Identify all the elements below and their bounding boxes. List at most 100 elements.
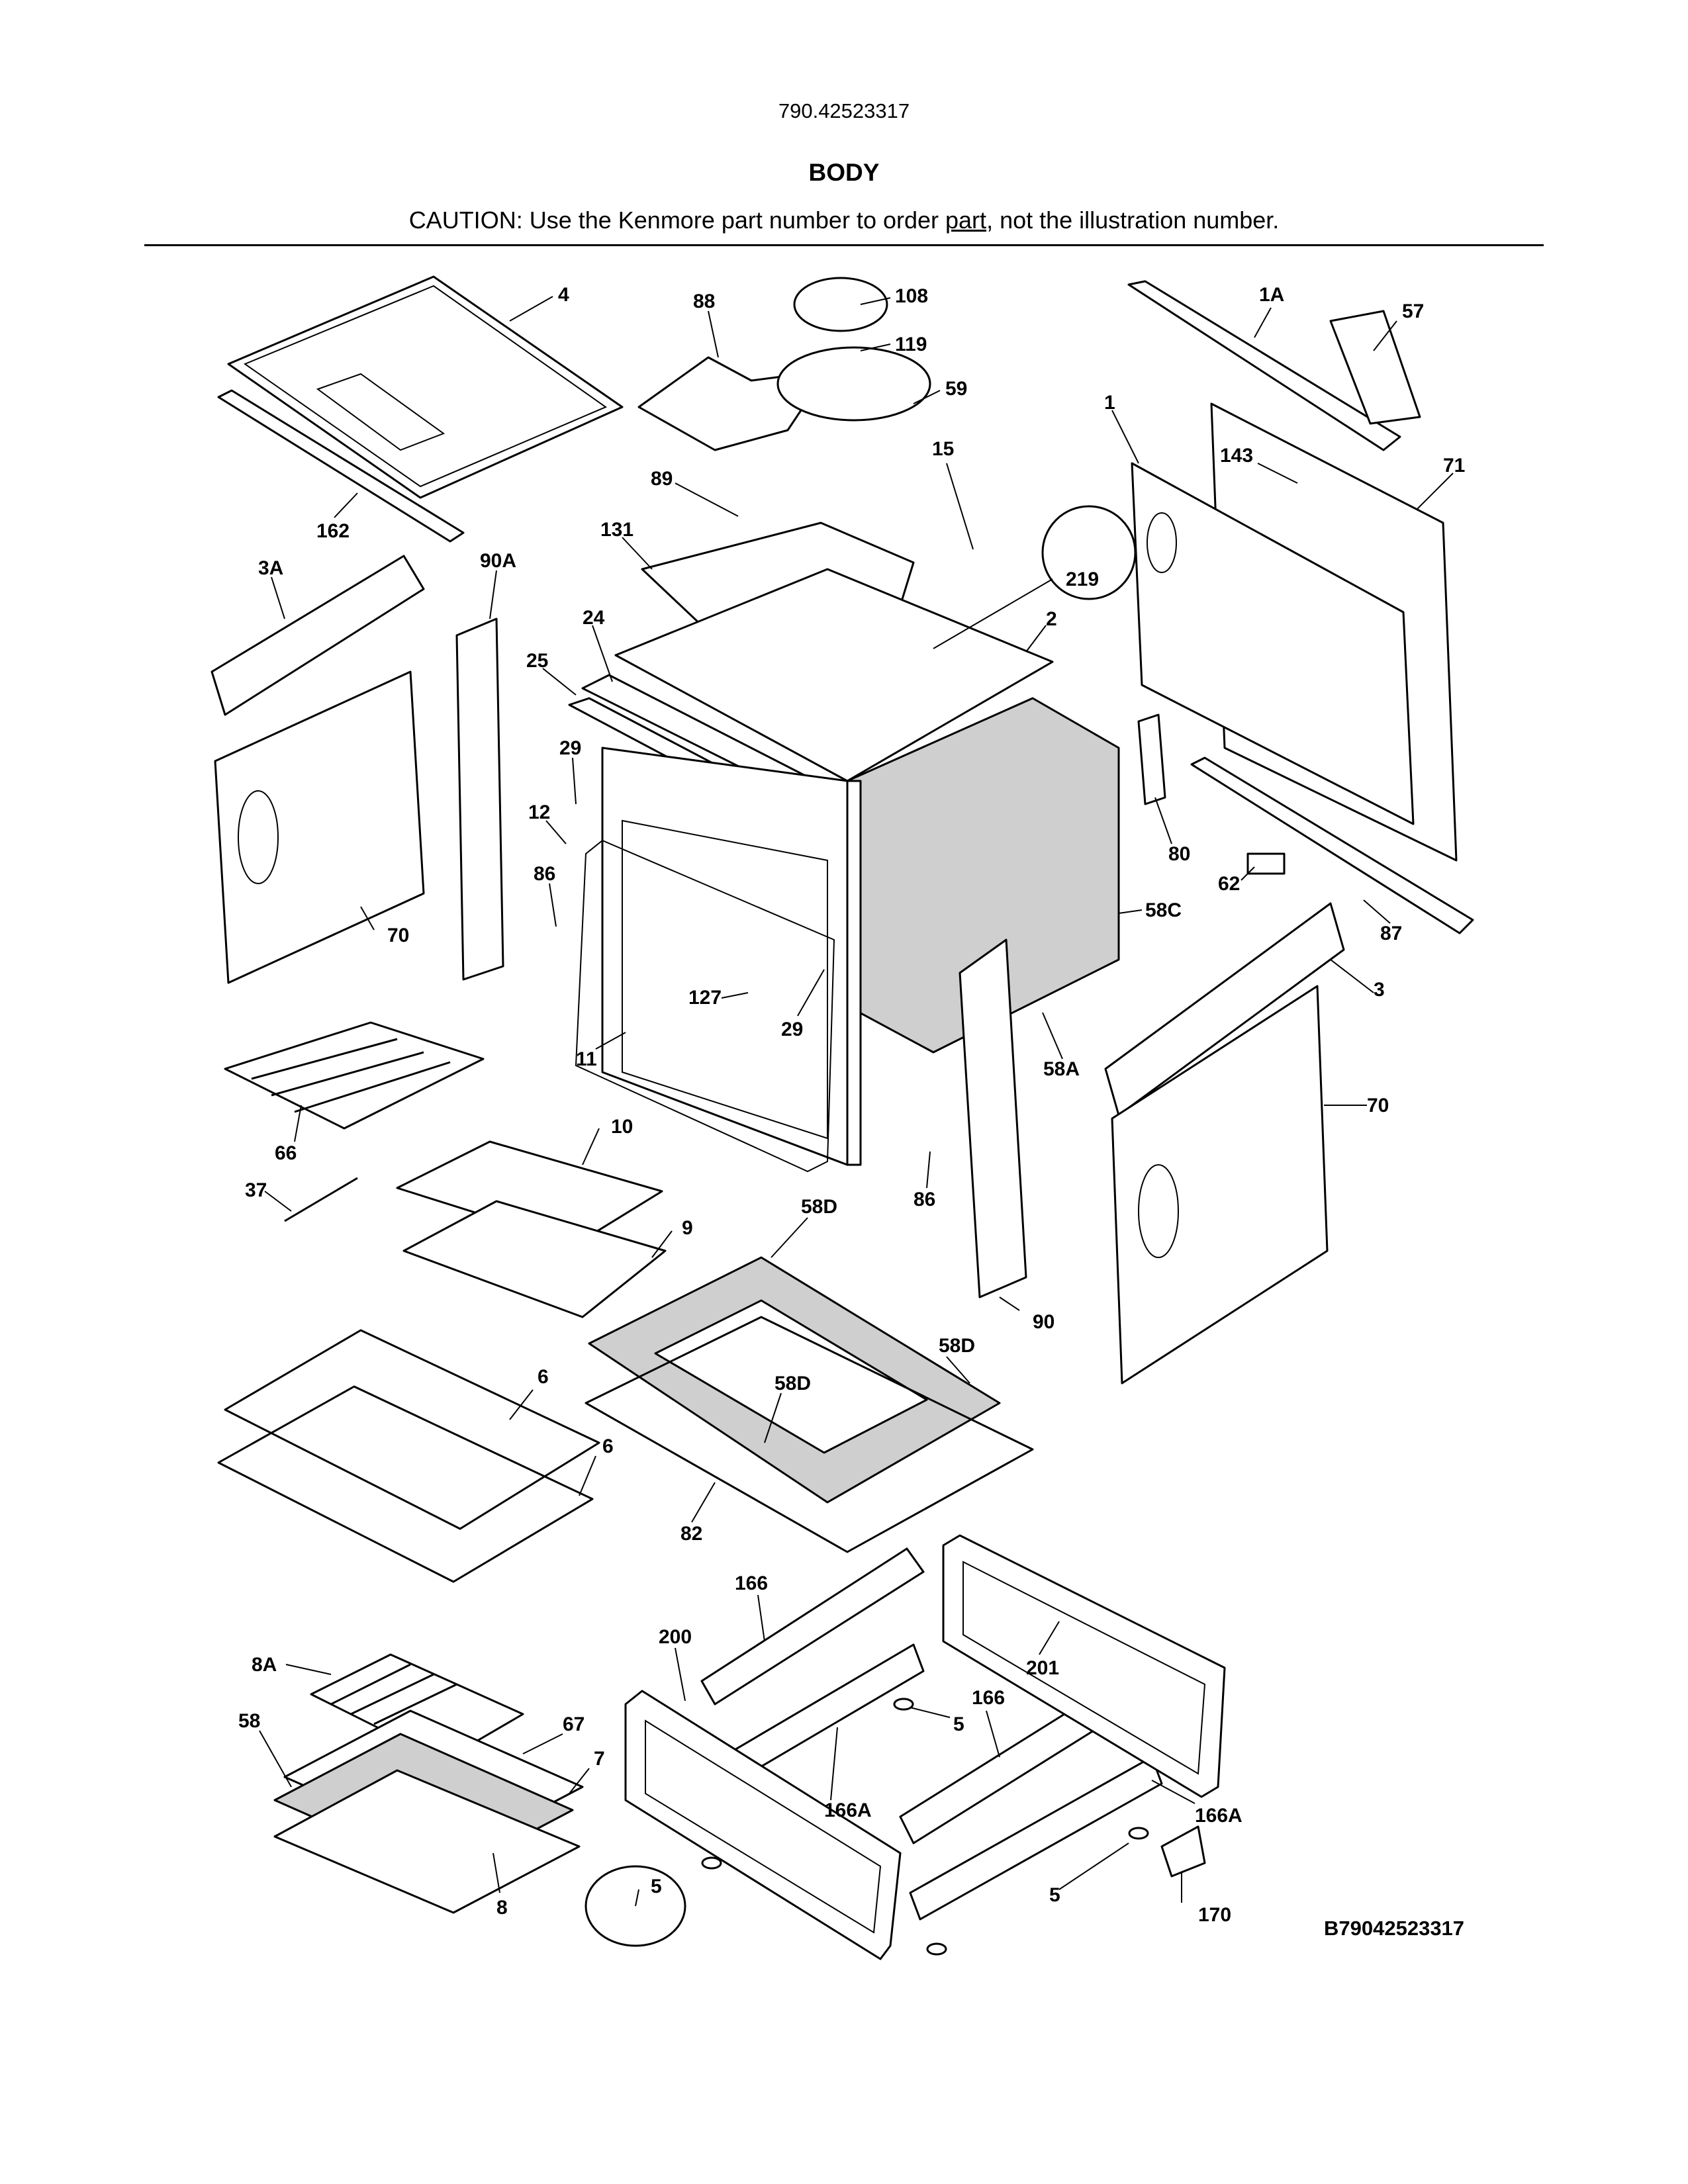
callout-58C: 58C — [1145, 899, 1182, 921]
callout-201: 201 — [1026, 1657, 1059, 1679]
leader-line — [259, 1730, 292, 1788]
leader-line — [1154, 797, 1172, 844]
leader-line — [926, 1151, 931, 1189]
leader-line — [582, 1128, 600, 1165]
callout-86-upper: 86 — [534, 863, 555, 885]
part-side-panel-90a — [455, 617, 504, 981]
callout-166-lower: 166 — [972, 1687, 1005, 1709]
callout-4: 4 — [558, 284, 569, 306]
leader-line — [1241, 866, 1255, 881]
leader-line — [542, 668, 577, 696]
leader-line — [509, 296, 553, 322]
callout-1A: 1A — [1259, 284, 1284, 306]
part-top-cover-window — [316, 373, 445, 451]
leader-line — [830, 1727, 838, 1801]
part-temp-sensor — [284, 1177, 358, 1222]
callout-166-upper: 166 — [735, 1572, 768, 1594]
part-side-shield-right — [1111, 985, 1329, 1385]
leader-line — [592, 625, 613, 682]
callout-11: 11 — [576, 1048, 597, 1070]
callout-166A-left: 166A — [824, 1799, 872, 1821]
part-back-panel-1 — [1131, 462, 1415, 825]
part-leveling-leg-b — [893, 1698, 914, 1711]
part-leveling-leg-c — [1128, 1827, 1149, 1840]
part-bake-element — [224, 1021, 485, 1130]
leader-line — [1151, 1780, 1196, 1804]
callout-6-upper: 6 — [538, 1366, 549, 1388]
part-side-shield-right-hole — [1138, 1164, 1179, 1258]
leader-line — [946, 1356, 970, 1384]
leader-line — [913, 390, 941, 404]
part-rear-frame-201 — [942, 1534, 1226, 1798]
callout-58A: 58A — [1043, 1058, 1080, 1080]
callout-10: 10 — [611, 1116, 633, 1138]
part-broil-element — [310, 1653, 524, 1762]
leader-line — [522, 1733, 563, 1754]
part-top-rail — [217, 389, 465, 543]
part-leveling-leg-d — [926, 1942, 947, 1956]
part-oven-opening — [622, 819, 828, 1140]
part-frame-82 — [585, 1316, 1034, 1553]
leader-line — [1257, 463, 1298, 484]
leader-line — [910, 1707, 951, 1718]
callout-131: 131 — [600, 519, 633, 541]
callout-24: 24 — [583, 607, 605, 629]
part-limiter-pointer — [933, 578, 1053, 649]
leader-line — [1363, 899, 1391, 924]
leader-line — [635, 1889, 639, 1907]
callout-119: 119 — [895, 334, 927, 355]
leader-line — [509, 1389, 534, 1420]
leader-line — [492, 1852, 500, 1893]
callout-87: 87 — [1380, 923, 1402, 944]
callout-12: 12 — [528, 801, 550, 823]
leader-line — [675, 1647, 686, 1702]
model-number: 790.42523317 — [778, 99, 910, 122]
callout-127: 127 — [688, 987, 722, 1009]
callout-59: 59 — [945, 378, 967, 400]
leader-line — [946, 463, 974, 550]
leader-line — [675, 482, 739, 517]
part-insulation-frame-opening — [654, 1299, 928, 1454]
leader-line — [757, 1594, 765, 1642]
leader-line — [1330, 959, 1374, 993]
leader-line — [360, 906, 375, 931]
callout-1: 1 — [1104, 392, 1115, 414]
drawing-number: B79042523317 — [1324, 1917, 1465, 1940]
callout-70-left: 70 — [387, 925, 409, 946]
part-back-panel-hole — [1147, 512, 1177, 573]
section-title: BODY — [808, 159, 880, 186]
part-side-shield-left-hole — [238, 790, 279, 884]
callout-66: 66 — [275, 1142, 297, 1164]
leader-line — [771, 1217, 808, 1258]
leader-line — [271, 576, 285, 619]
callout-58D-right: 58D — [939, 1335, 975, 1357]
callout-90A: 90A — [480, 550, 516, 572]
part-side-panel-90 — [959, 938, 1027, 1298]
leader-line — [545, 820, 567, 844]
caution-suffix: , not the illustration number. — [986, 206, 1280, 234]
callout-5-lower: 5 — [1049, 1884, 1060, 1906]
callout-58D-center: 58D — [774, 1373, 811, 1394]
part-rail-87 — [1190, 756, 1474, 934]
callout-5-upper: 5 — [953, 1713, 964, 1735]
leader-line — [764, 1392, 782, 1443]
callout-89: 89 — [651, 468, 673, 490]
part-rail-1a — [1127, 280, 1401, 451]
callout-29-top: 29 — [559, 737, 581, 759]
callout-2: 2 — [1046, 608, 1057, 630]
callout-162: 162 — [316, 520, 350, 542]
part-blower-housing — [776, 346, 931, 422]
callout-8A: 8A — [252, 1654, 277, 1676]
part-oven-cavity-front — [601, 747, 849, 1166]
callout-200: 200 — [659, 1626, 692, 1648]
leader-line — [1254, 307, 1272, 338]
part-front-frame-200 — [624, 1690, 902, 1960]
callout-9: 9 — [682, 1217, 693, 1239]
caution-prefix: CAUTION: Use the Kenmore part number to … — [408, 206, 946, 234]
callout-57: 57 — [1402, 300, 1424, 322]
leader-line — [1025, 625, 1047, 653]
part-broiler-pan — [402, 1200, 667, 1318]
callout-5-detail: 5 — [651, 1876, 662, 1897]
part-top-cover — [227, 275, 624, 499]
